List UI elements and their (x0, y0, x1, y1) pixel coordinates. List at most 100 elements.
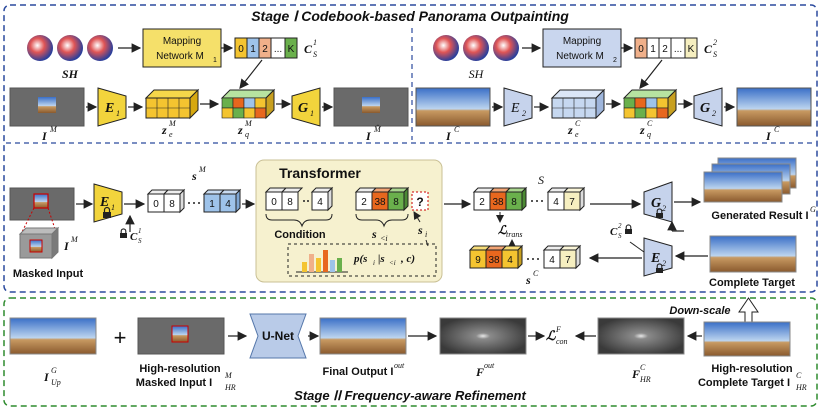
svg-text:M: M (70, 235, 79, 244)
svg-text:i: i (373, 259, 375, 267)
svg-text:G: G (298, 101, 308, 116)
svg-text:K: K (688, 44, 695, 55)
svg-text:0: 0 (153, 199, 159, 210)
svg-text:8: 8 (287, 197, 293, 208)
svg-text:8: 8 (169, 199, 175, 210)
svg-text:C: C (575, 119, 581, 128)
svg-text:2: 2 (662, 44, 668, 55)
svg-text:z: z (567, 123, 573, 137)
sh-label-left: SH (62, 67, 79, 81)
svg-text:G: G (51, 366, 57, 375)
svg-text:I: I (445, 129, 452, 143)
codebook-1-label: C (304, 42, 313, 56)
svg-text:E: E (650, 251, 660, 266)
svg-text:s: s (525, 273, 531, 287)
codebook-1: 0 1 2 ... K (234, 37, 298, 59)
svg-text:0: 0 (638, 44, 644, 55)
generated-result-images (703, 157, 797, 203)
svg-text:2: 2 (662, 204, 666, 213)
svg-text:High-resolution: High-resolution (139, 363, 221, 375)
svg-text:M: M (224, 371, 233, 380)
sh-label-right: SH (469, 67, 485, 81)
frequency-loss-label: ℒ (546, 328, 556, 343)
svg-text:, c): , c) (400, 253, 415, 265)
svg-text:I: I (41, 129, 48, 143)
svg-text:q: q (647, 130, 651, 139)
svg-text:...: ... (274, 44, 282, 55)
svg-text:HR: HR (224, 383, 236, 392)
svg-text:s: s (371, 227, 377, 241)
svg-text:2: 2 (479, 197, 485, 208)
svg-text:Mapping: Mapping (563, 36, 601, 47)
svg-text:p(s: p(s (353, 253, 367, 265)
svg-text:I: I (765, 129, 772, 143)
latent-ze-c (550, 88, 606, 120)
svg-text:C: C (774, 125, 780, 134)
svg-text:ℒ: ℒ (498, 223, 508, 237)
mapping-network-1-sub: 1 (213, 57, 217, 64)
svg-text:4: 4 (553, 197, 559, 208)
frozen-encoder-e1 (93, 183, 123, 223)
svg-text:out: out (394, 361, 405, 370)
encoder-e1 (97, 87, 127, 127)
svg-text:C: C (647, 119, 653, 128)
transformer-title: Transformer (279, 165, 361, 181)
svg-text:C: C (640, 363, 646, 372)
svg-text:7: 7 (569, 197, 575, 208)
svg-text:1: 1 (209, 199, 215, 210)
svg-text:38: 38 (492, 197, 504, 208)
stage1-frame (3, 4, 818, 293)
svg-text:C: C (130, 231, 138, 243)
svg-text:M̂: M̂ (373, 124, 382, 134)
svg-text:1: 1 (313, 38, 317, 47)
svg-text:4: 4 (507, 255, 513, 266)
mapping-network-1-line1: Mapping (163, 36, 201, 47)
svg-text:M: M (198, 165, 207, 174)
lock-icon (656, 263, 663, 273)
svg-text:2: 2 (262, 44, 268, 55)
svg-text:e: e (575, 130, 579, 139)
s-lt-i-tokens: 2 38 8 ? (354, 186, 429, 212)
svg-text:8: 8 (511, 197, 517, 208)
latent-zq-c (622, 88, 678, 120)
svg-text:S: S (138, 237, 142, 245)
lock-icon (656, 208, 663, 218)
svg-text:1: 1 (310, 109, 314, 118)
svg-text:38: 38 (374, 197, 386, 208)
unet-label: U-Net (262, 329, 294, 343)
complete-target-image (709, 235, 797, 273)
svg-text:High-resolution: High-resolution (711, 363, 793, 375)
svg-text:2: 2 (613, 57, 617, 64)
svg-text:0: 0 (238, 44, 244, 55)
complete-target-label: Complete Target (709, 277, 795, 289)
svg-text:1: 1 (138, 227, 142, 235)
svg-text:F: F (631, 367, 640, 381)
generated-result-label: Generated Result I (711, 210, 808, 222)
output-reconstructed-complete (736, 87, 812, 127)
svg-text:4: 4 (317, 197, 323, 208)
down-scale-arrow-icon (738, 297, 759, 323)
svg-text:E: E (510, 101, 520, 116)
svg-text:S: S (538, 173, 544, 187)
lock-icon (625, 224, 632, 234)
down-scale-label: Down-scale (669, 305, 730, 317)
svg-text:C: C (796, 371, 802, 380)
svg-text:F: F (555, 325, 561, 334)
svg-text:1: 1 (116, 109, 120, 118)
svg-text:1: 1 (650, 44, 656, 55)
svg-text:I: I (43, 370, 50, 384)
svg-text:G: G (810, 205, 816, 214)
svg-text:M: M (244, 119, 253, 128)
svg-text:4: 4 (549, 255, 555, 266)
svg-text:8: 8 (393, 197, 399, 208)
svg-text:?: ? (416, 195, 423, 209)
probability-histogram (296, 250, 348, 273)
svg-text:z: z (639, 123, 645, 137)
svg-text:<i: <i (380, 234, 388, 243)
condition-label: Condition (274, 229, 326, 241)
sh-spheres-right (433, 35, 519, 61)
svg-text:E: E (99, 195, 109, 210)
svg-text:9: 9 (475, 255, 481, 266)
lock-icon (120, 228, 127, 238)
